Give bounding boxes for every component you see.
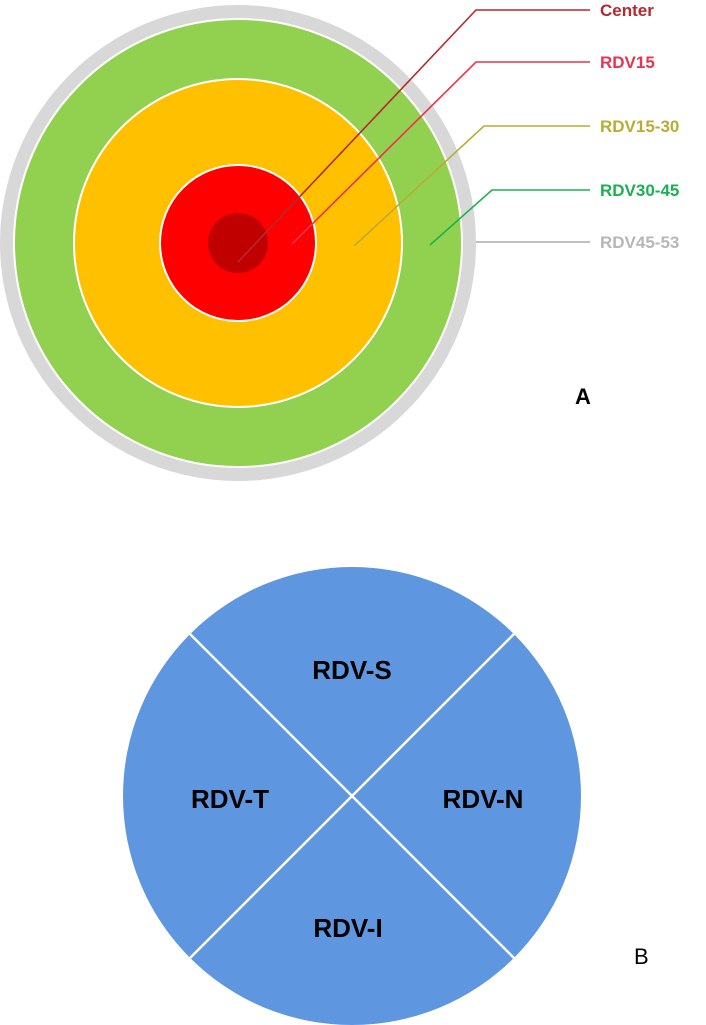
panel-b-letter: B [634, 944, 649, 969]
leader-line-center [237, 9, 590, 263]
label-rdv15: RDV15 [600, 53, 655, 72]
quadrant-label-temporal: RDV-T [191, 784, 269, 814]
panel-a-diagram: Center RDV15 RDV15-30 RDV30-45 RDV45-53 … [0, 1, 679, 481]
quadrant-label-nasal: RDV-N [443, 784, 524, 814]
quadrant-label-superior: RDV-S [312, 655, 391, 685]
ring-center [208, 213, 268, 273]
divider-line-2 [189, 633, 515, 959]
quadrant-label-inferior: RDV-I [313, 913, 382, 943]
label-rdv15-30: RDV15-30 [600, 117, 679, 136]
leader-line-rdv15 [291, 61, 590, 245]
label-rdv30-45: RDV30-45 [600, 181, 679, 200]
panel-b-diagram: RDV-S RDV-T RDV-N RDV-I B [123, 567, 649, 1025]
label-center: Center [600, 1, 654, 20]
label-rdv45-53: RDV45-53 [600, 233, 679, 252]
panel-a-letter: A [575, 384, 591, 409]
leader-line-rdv30-45 [429, 189, 590, 246]
leader-line-rdv15-30 [353, 125, 590, 247]
